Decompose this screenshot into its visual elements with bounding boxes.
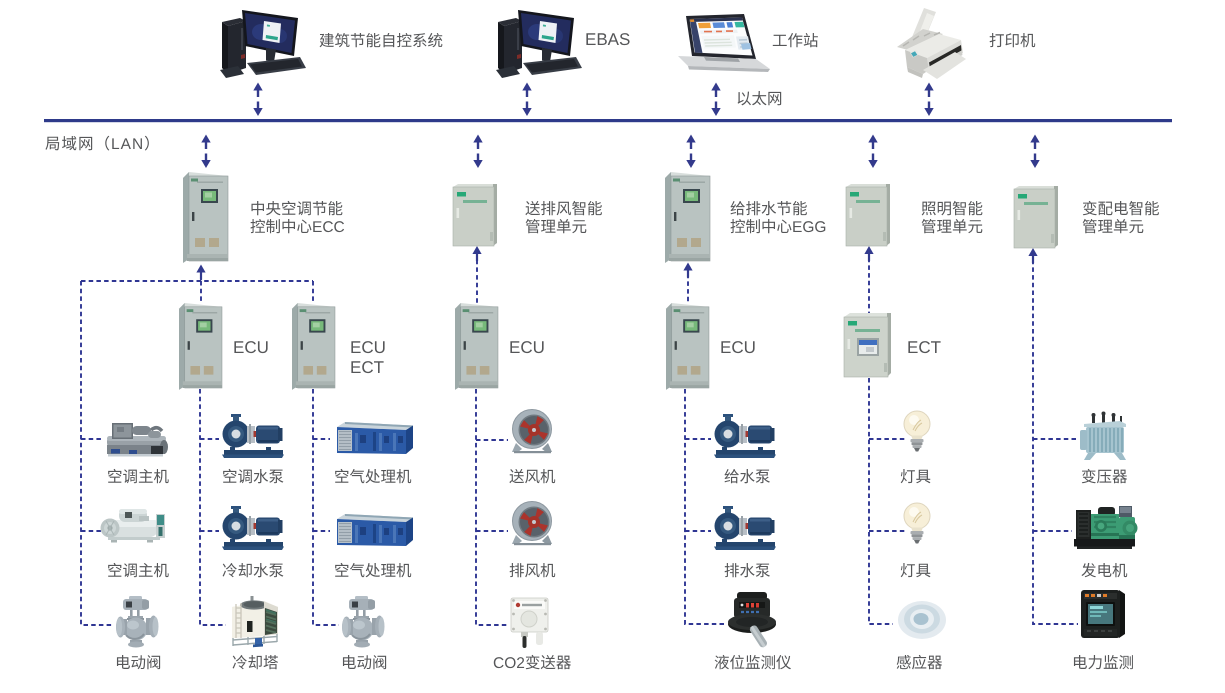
svg-text:给水泵: 给水泵	[724, 469, 771, 486]
svg-text:局域网（LAN）: 局域网（LAN）	[45, 135, 161, 153]
svg-text:空调主机: 空调主机	[107, 562, 170, 580]
svg-text:管理单元: 管理单元	[921, 218, 983, 236]
svg-text:工作站: 工作站	[772, 32, 819, 50]
svg-text:冷却水泵: 冷却水泵	[222, 562, 284, 580]
svg-text:ECU: ECU	[509, 338, 545, 357]
svg-text:排水泵: 排水泵	[724, 562, 771, 580]
svg-text:液位监测仪: 液位监测仪	[714, 654, 792, 672]
svg-text:空调主机: 空调主机	[107, 468, 170, 486]
svg-text:电力监测: 电力监测	[1072, 655, 1134, 672]
svg-text:感应器: 感应器	[896, 654, 943, 672]
svg-text:变配电智能: 变配电智能	[1082, 200, 1160, 218]
svg-text:中央空调节能: 中央空调节能	[250, 200, 343, 218]
svg-text:电动阀: 电动阀	[341, 655, 388, 672]
svg-text:打印机: 打印机	[989, 32, 1036, 50]
svg-text:灯具: 灯具	[900, 563, 931, 580]
svg-text:ECU: ECU	[720, 338, 756, 357]
svg-text:送排风智能: 送排风智能	[525, 200, 603, 218]
svg-text:ECU: ECU	[350, 338, 386, 357]
svg-text:变压器: 变压器	[1081, 468, 1128, 486]
svg-text:管理单元: 管理单元	[1082, 218, 1144, 236]
svg-text:冷却塔: 冷却塔	[232, 654, 279, 672]
svg-text:空气处理机: 空气处理机	[334, 562, 412, 580]
svg-text:灯具: 灯具	[900, 469, 931, 486]
svg-text:CO2变送器: CO2变送器	[493, 654, 572, 672]
svg-text:控制中心EGG: 控制中心EGG	[730, 218, 826, 236]
svg-text:管理单元: 管理单元	[525, 218, 587, 236]
svg-text:空调水泵: 空调水泵	[222, 468, 284, 486]
svg-text:排风机: 排风机	[509, 562, 556, 580]
svg-text:以太网: 以太网	[736, 91, 783, 108]
svg-text:照明智能: 照明智能	[921, 200, 983, 218]
svg-text:电动阀: 电动阀	[115, 655, 162, 672]
svg-text:建筑节能自控系统: 建筑节能自控系统	[319, 32, 443, 50]
svg-text:发电机: 发电机	[1081, 562, 1128, 580]
svg-text:给排水节能: 给排水节能	[730, 200, 808, 218]
svg-text:送风机: 送风机	[509, 468, 556, 486]
svg-text:ECT: ECT	[350, 358, 384, 377]
svg-text:控制中心ECC: 控制中心ECC	[250, 218, 345, 236]
svg-text:ECT: ECT	[907, 338, 941, 357]
svg-text:空气处理机: 空气处理机	[334, 468, 412, 486]
svg-text:EBAS: EBAS	[585, 30, 630, 49]
svg-text:ECU: ECU	[233, 338, 269, 357]
